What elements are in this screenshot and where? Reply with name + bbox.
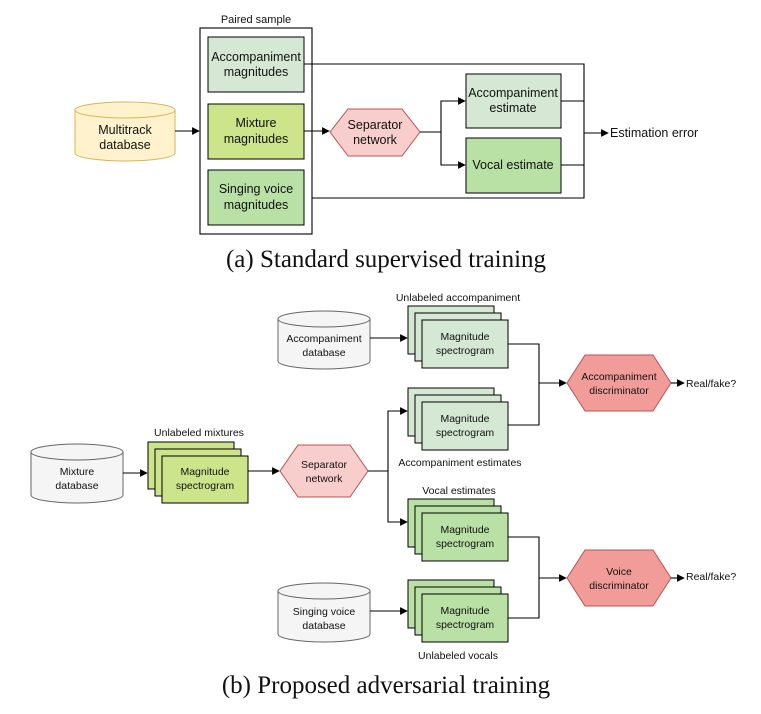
accompaniment-magnitudes-box: Accompaniment magnitudes	[207, 36, 305, 93]
mixture-magnitudes-line2: magnitudes	[224, 132, 289, 146]
accompaniment-estimate-box: Accompaniment estimate	[465, 73, 562, 129]
separator-network-b-line2: network	[306, 473, 344, 485]
unlabeled-vocals-stack: Magnitude spectrogram	[407, 579, 509, 643]
unlabeled-mixtures-line2: spectrogram	[176, 480, 235, 492]
vocal-estimate-label: Vocal estimate	[472, 158, 553, 172]
accompaniment-discriminator-line2: discriminator	[589, 385, 649, 397]
accompaniment-database-line2: database	[302, 347, 345, 359]
part-a: Paired sample Multitrack database Accomp…	[74, 14, 698, 273]
accompaniment-discriminator: Accompaniment discriminator	[566, 354, 672, 412]
accompaniment-estimates-line2: spectrogram	[436, 427, 495, 439]
caption-b: (b) Proposed adversarial training	[222, 672, 551, 699]
unlabeled-accompaniment-label: Unlabeled accompaniment	[396, 292, 520, 304]
unlabeled-mixtures-label: Unlabeled mixtures	[154, 427, 244, 439]
voice-discriminator-line1: Voice	[606, 566, 632, 578]
singing-voice-database-line2: database	[302, 620, 345, 632]
accompaniment-database: Accompaniment database	[277, 310, 371, 370]
vocal-estimates-stack: Magnitude spectrogram	[407, 498, 509, 562]
separator-network-a: Separator network	[329, 108, 421, 157]
separator-network-a-line1: Separator	[348, 118, 403, 132]
accompaniment-estimates-line1: Magnitude	[440, 413, 489, 425]
multitrack-database-line1: Multitrack	[98, 123, 152, 137]
vocal-estimates-label: Vocal estimates	[422, 485, 496, 497]
multitrack-database: Multitrack database	[74, 101, 176, 162]
accompaniment-estimate-line2: estimate	[489, 101, 536, 115]
unlabeled-vocals-label: Unlabeled vocals	[418, 650, 498, 662]
real-fake-voice: Real/fake?	[686, 571, 736, 583]
accompaniment-estimates-stack: Magnitude spectrogram	[407, 387, 509, 451]
unlabeled-accompaniment-line2: spectrogram	[436, 345, 495, 357]
separator-network-b: Separator network	[279, 444, 369, 498]
singing-voice-database-line1: Singing voice	[293, 606, 356, 618]
accompaniment-estimates-label: Accompaniment estimates	[398, 457, 521, 469]
unlabeled-vocals-line2: spectrogram	[436, 619, 495, 631]
unlabeled-accompaniment-stack: Magnitude spectrogram	[407, 305, 509, 369]
connectors-a	[175, 63, 609, 199]
estimation-error-label: Estimation error	[610, 126, 698, 140]
accompaniment-magnitudes-line2: magnitudes	[224, 65, 289, 79]
accompaniment-database-line1: Accompaniment	[286, 333, 361, 345]
mixture-database-line2: database	[55, 480, 98, 492]
mixture-magnitudes-line1: Mixture	[236, 116, 277, 130]
unlabeled-mixtures-line1: Magnitude	[180, 466, 229, 478]
connectors-b	[123, 334, 685, 619]
part-b: Accompaniment database Unlabeled accompa…	[30, 292, 736, 699]
accompaniment-estimate-line1: Accompaniment	[468, 86, 558, 100]
separator-network-b-line1: Separator	[301, 459, 348, 471]
singing-voice-magnitudes-line2: magnitudes	[224, 198, 289, 212]
unlabeled-mixtures-stack: Magnitude spectrogram	[147, 441, 249, 504]
paired-sample-label: Paired sample	[221, 14, 291, 26]
separator-network-a-line2: network	[353, 133, 398, 147]
caption-a: (a) Standard supervised training	[226, 246, 547, 273]
vocal-estimates-line2: spectrogram	[436, 538, 495, 550]
voice-discriminator-line2: discriminator	[589, 580, 649, 592]
mixture-database-line1: Mixture	[60, 466, 95, 478]
unlabeled-vocals-line1: Magnitude	[440, 605, 489, 617]
accompaniment-discriminator-line1: Accompaniment	[581, 371, 656, 383]
multitrack-database-line2: database	[99, 138, 150, 152]
vocal-estimates-line1: Magnitude	[440, 524, 489, 536]
mixture-database: Mixture database	[30, 443, 124, 504]
unlabeled-accompaniment-line1: Magnitude	[440, 331, 489, 343]
mixture-magnitudes-box: Mixture magnitudes	[207, 103, 305, 160]
voice-discriminator: Voice discriminator	[566, 549, 672, 607]
singing-voice-magnitudes-line1: Singing voice	[219, 182, 293, 196]
singing-voice-database: Singing voice database	[277, 582, 371, 643]
real-fake-accompaniment: Real/fake?	[686, 378, 736, 390]
accompaniment-magnitudes-line1: Accompaniment	[211, 50, 301, 64]
vocal-estimate-box: Vocal estimate	[465, 137, 562, 194]
singing-voice-magnitudes-box: Singing voice magnitudes	[207, 169, 305, 226]
